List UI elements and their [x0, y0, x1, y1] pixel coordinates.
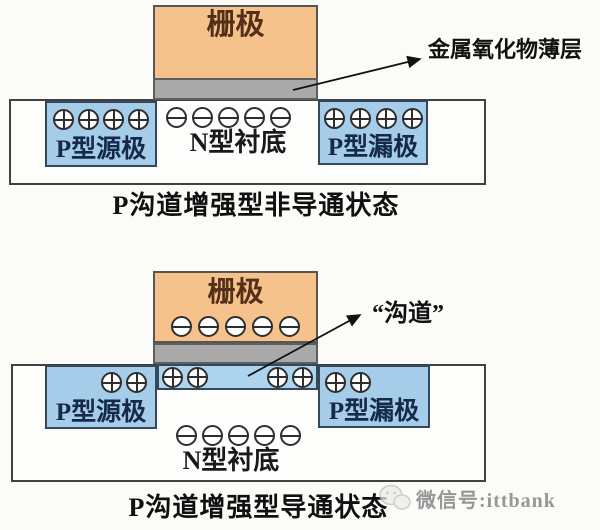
bottom-gate-charge-row — [155, 316, 316, 337]
bottom-source-region: P型源极 — [45, 365, 157, 429]
plus-charge-icon — [78, 109, 99, 130]
minus-charge-icon — [252, 316, 273, 337]
minus-charge-icon — [202, 425, 223, 446]
top-source-charge-row — [47, 109, 155, 130]
top-drain-charge-row — [320, 108, 426, 129]
top-gate-box: 栅极 — [153, 5, 318, 80]
channel-annotation-label: “沟道” — [372, 301, 444, 327]
bottom-source-label: P型源极 — [55, 399, 147, 426]
oxide-annotation-label: 金属氧化物薄层 — [428, 37, 583, 62]
plus-charge-icon — [53, 109, 74, 130]
minus-charge-icon — [228, 425, 249, 446]
top-source-region: P型源极 — [45, 101, 157, 167]
minus-charge-icon — [279, 316, 300, 337]
channel-left-charge-pair — [162, 366, 208, 388]
plus-charge-icon — [323, 108, 345, 129]
bottom-substrate-label: N型衬底 — [182, 446, 280, 475]
minus-charge-icon — [254, 425, 275, 446]
watermark: 微信号:ittbank — [379, 483, 556, 513]
plus-charge-icon — [267, 366, 288, 388]
minus-charge-icon — [218, 107, 239, 128]
minus-charge-icon — [280, 425, 301, 446]
top-gate-label: 栅极 — [206, 9, 265, 41]
bottom-channel-strip — [157, 364, 318, 390]
plus-charge-icon — [162, 366, 183, 388]
minus-charge-icon — [198, 316, 219, 337]
plus-charge-icon — [292, 366, 313, 388]
minus-charge-icon — [225, 316, 246, 337]
bottom-caption: P沟道增强型导通状态 — [128, 493, 389, 522]
minus-charge-icon — [176, 425, 197, 446]
bottom-drain-region: P型漏极 — [318, 365, 430, 428]
minus-charge-icon — [270, 107, 291, 128]
plus-charge-icon — [128, 109, 149, 130]
top-drain-label: P型漏极 — [327, 134, 419, 161]
bottom-drain-label: P型漏极 — [328, 398, 420, 425]
top-drain-region: P型漏极 — [318, 100, 428, 165]
plus-charge-icon — [325, 372, 346, 393]
plus-charge-icon — [101, 372, 122, 393]
top-source-label: P型源极 — [55, 136, 147, 163]
minus-charge-icon — [192, 107, 213, 128]
top-oxide-layer — [153, 78, 318, 100]
top-caption: P沟道增强型非导通状态 — [112, 191, 400, 220]
top-substrate-charge-row — [166, 107, 291, 128]
bottom-substrate-charge-row — [176, 425, 301, 446]
channel-right-charge-pair — [267, 366, 313, 388]
minus-charge-icon — [171, 316, 192, 337]
plus-charge-icon — [375, 108, 397, 129]
plus-charge-icon — [126, 372, 147, 393]
bottom-gate-label: 栅极 — [207, 277, 264, 308]
minus-charge-icon — [166, 107, 187, 128]
plus-charge-icon — [349, 108, 371, 129]
plus-charge-icon — [350, 372, 371, 393]
wechat-icon — [379, 484, 411, 510]
minus-charge-icon — [244, 107, 265, 128]
bottom-drain-charge-row — [325, 372, 371, 393]
watermark-text: 微信号:ittbank — [416, 489, 556, 512]
bottom-source-charge-row — [101, 372, 147, 393]
top-substrate-label: N型衬底 — [189, 128, 287, 157]
plus-charge-icon — [187, 366, 208, 388]
bottom-gate-box: 栅极 — [153, 271, 318, 343]
bottom-oxide-layer — [153, 343, 318, 364]
plus-charge-icon — [103, 109, 124, 130]
plus-charge-icon — [401, 108, 423, 129]
